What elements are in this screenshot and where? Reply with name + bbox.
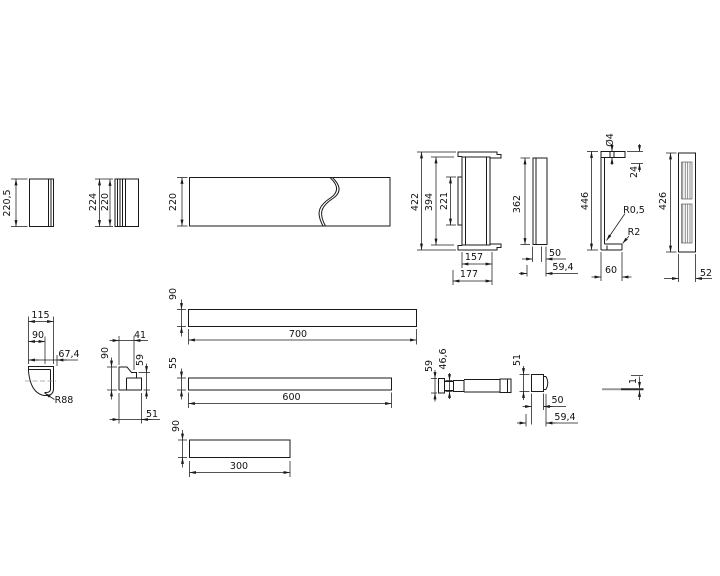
dim-label-step-top-w: 41 <box>133 329 147 341</box>
part-bar-300 <box>178 430 291 477</box>
dim-label-strip-h: 362 <box>511 194 523 214</box>
dim-label-bar700-h: 90 <box>168 287 179 301</box>
dim-label-back-panel-inner: 220 <box>99 192 111 212</box>
dim-label-lprofile-top: 24 <box>628 165 640 178</box>
dim-label-bar300-h: 90 <box>170 419 182 433</box>
dim-label-rail-inner-h: 46,6 <box>437 348 449 370</box>
dim-label-corner-outer-w: 115 <box>31 310 50 321</box>
part-bracket-profile <box>417 151 502 285</box>
dim-label-long-panel-h: 220 <box>167 192 179 211</box>
part-grille-panel <box>664 152 712 282</box>
part-back-panel <box>95 178 139 227</box>
dim-label-lprofile-r-small: R0,5 <box>623 204 645 216</box>
dim-label-bracket-inner-w: 157 <box>464 252 484 263</box>
dim-label-bar700-w: 700 <box>288 328 308 340</box>
dim-label-step-right-h: 59 <box>135 353 146 367</box>
dim-label-bracket-total-h: 422 <box>409 192 421 211</box>
dim-label-grille-w: 52 <box>699 267 713 279</box>
part-knob-block <box>517 366 578 427</box>
part-long-panel <box>177 177 391 227</box>
dim-label-knob-outer-w: 59,4 <box>554 411 576 423</box>
part-thin-sheet <box>602 375 644 400</box>
dim-label-bar600-w: 600 <box>282 391 301 403</box>
dim-label-step-w: 51 <box>145 409 159 420</box>
dim-label-lprofile-w: 60 <box>604 265 618 276</box>
part-stepped-block <box>107 336 160 424</box>
dim-label-strip-inner-w: 50 <box>548 248 562 259</box>
dim-label-sheet-t: 1 <box>627 377 639 384</box>
part-bar-600 <box>177 368 392 408</box>
dim-label-knob-inner-w: 50 <box>551 395 564 406</box>
dim-label-lprofile-h: 446 <box>579 191 591 210</box>
dim-label-bracket-inner-h: 394 <box>424 192 435 211</box>
dim-label-bracket-outer-w: 177 <box>459 269 479 280</box>
dim-label-step-h: 90 <box>100 346 111 360</box>
dim-label-strip-outer-w: 59,4 <box>552 262 574 273</box>
dim-label-grille-h: 426 <box>657 191 669 211</box>
dim-label-lprofile-r-foot: R2 <box>627 226 641 238</box>
part-rail-mount <box>431 370 512 402</box>
part-bar-700 <box>177 299 417 345</box>
dim-label-corner-r: R88 <box>54 395 74 406</box>
part-l-profile <box>587 144 643 281</box>
dim-label-bar300-w: 300 <box>229 460 249 472</box>
dim-label-back-panel-outer: 224 <box>87 192 99 212</box>
dim-label-corner-inner-w: 90 <box>31 330 45 341</box>
part-corner-piece <box>25 316 78 400</box>
dim-label-bracket-slot-h: 221 <box>438 191 450 211</box>
part-side-panel <box>11 178 54 227</box>
dim-label-bar600-h: 55 <box>168 356 179 369</box>
dim-label-lprofile-hole-d: Ø4 <box>605 133 616 147</box>
dim-label-corner-offset: 67,4 <box>58 349 80 360</box>
dim-label-knob-h: 51 <box>512 353 523 367</box>
dim-label-rail-h: 59 <box>423 359 435 373</box>
dim-label-side-panel-h: 220,5 <box>1 188 13 217</box>
part-strip <box>519 157 578 277</box>
